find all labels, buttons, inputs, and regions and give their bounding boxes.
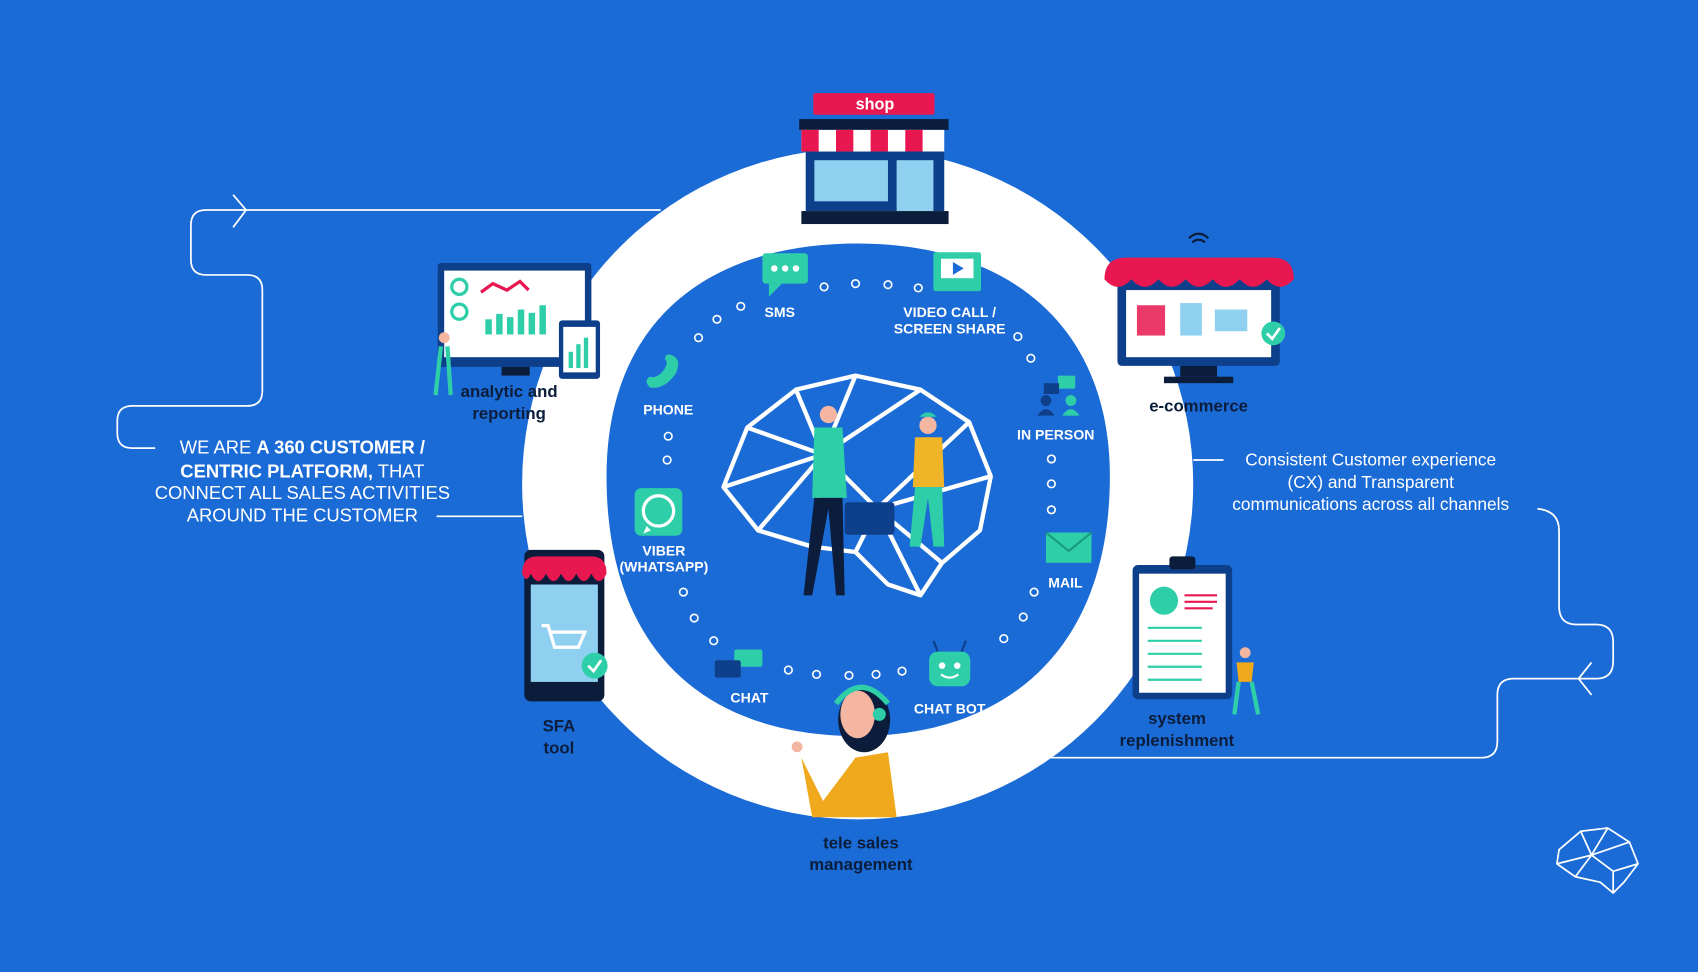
channel-sms-label: SMS: [764, 304, 794, 320]
sfa-label: SFA: [543, 717, 576, 736]
svg-text:WE ARE A 360 CUSTOMER /: WE ARE A 360 CUSTOMER /: [180, 437, 425, 458]
in-person-icon: [1037, 375, 1080, 416]
whatsapp-icon: [634, 488, 683, 536]
channel-in-person-label: IN PERSON: [1017, 426, 1094, 442]
arrow-right-icon: [232, 194, 248, 228]
channel-viber-label: VIBER: [642, 542, 685, 558]
tele-sales-illustration: [791, 684, 897, 818]
statement-line4: AROUND THE CUSTOMER: [187, 505, 418, 526]
replenishment-illustration: [1132, 556, 1261, 715]
cx-statement: Consistent Customer experience (CX) and …: [1232, 449, 1509, 513]
cx-line2: (CX) and Transparent: [1288, 472, 1455, 492]
ecommerce-label: e-commerce: [1149, 396, 1248, 415]
salesman-figure: [803, 405, 895, 596]
channel-viber-label-2: (WHATSAPP): [620, 559, 709, 575]
analytic-label: analytic and: [461, 382, 558, 401]
shop-illustration: shop: [799, 93, 949, 225]
brain-logo-icon: [1556, 827, 1639, 894]
channel-video-call-label: VIDEO CALL /: [903, 304, 996, 320]
cx-line1: Consistent Customer experience: [1245, 449, 1496, 469]
statement-line1-bold: A 360 CUSTOMER /: [256, 437, 425, 458]
dotted-path: [662, 278, 1057, 681]
shop-sign-label: shop: [856, 95, 895, 113]
mail-icon: [1045, 531, 1093, 563]
sfa-label-2: tool: [544, 738, 575, 757]
connector-right: [1050, 459, 1615, 759]
chat-icon: [714, 649, 763, 678]
analytics-illustration: [433, 263, 601, 396]
statement-line2-plain: THAT: [373, 460, 424, 481]
ecommerce-illustration: [1104, 232, 1294, 384]
cx-line3: communications across all channels: [1232, 494, 1509, 514]
statement-line1-plain: WE ARE: [180, 437, 257, 458]
svg-text:CENTRIC PLATFORM, THAT: CENTRIC PLATFORM, THAT: [180, 460, 424, 481]
connector-left: [116, 194, 661, 518]
channel-video-call-label-2: SCREEN SHARE: [894, 320, 1006, 336]
worker-figure: [909, 412, 945, 547]
replenishment-label: system: [1148, 709, 1206, 728]
video-call-icon: [933, 252, 982, 292]
analytic-label-2: reporting: [472, 404, 546, 423]
sfa-tool-illustration: [522, 549, 608, 702]
channel-mail-label: MAIL: [1048, 575, 1083, 591]
tele-sales-label-2: management: [809, 855, 913, 874]
channel-chat-label: CHAT: [730, 689, 768, 705]
channel-phone-label: PHONE: [643, 402, 693, 418]
phone-icon: [646, 354, 679, 388]
statement-line3: CONNECT ALL SALES ACTIVITIES: [155, 482, 450, 503]
chat-bot-icon: [929, 640, 971, 687]
statement-line2-bold: CENTRIC PLATFORM,: [180, 460, 373, 481]
tele-sales-label: tele sales: [823, 834, 899, 853]
channel-chat-bot-label: CHAT BOT: [914, 700, 986, 716]
arrow-left-icon: [1577, 661, 1593, 696]
platform-statement: WE ARE A 360 CUSTOMER / CENTRIC PLATFORM…: [155, 437, 450, 526]
replenishment-label-2: replenishment: [1120, 731, 1235, 750]
